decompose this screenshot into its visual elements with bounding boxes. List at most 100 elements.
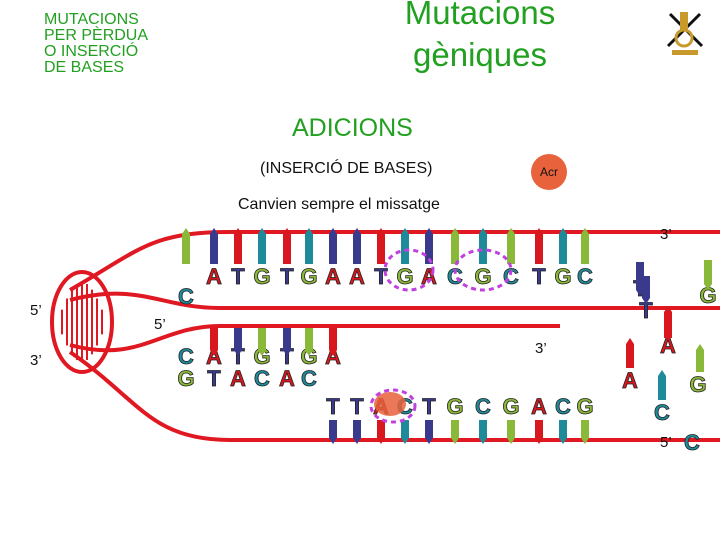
upper-stem-tip (507, 228, 515, 234)
lower-top-letter: A (325, 344, 341, 369)
upper-stem-tip (234, 228, 242, 234)
upper-stem-tip (353, 228, 361, 234)
lower-top-stem (210, 328, 218, 350)
lower-top-letter: C (178, 344, 194, 369)
upper-base-letter: C (503, 264, 519, 289)
lower-bottom-letter: T (350, 394, 364, 419)
upper-base-letter: T (280, 264, 294, 289)
lower-bottom-stem-tip (353, 438, 361, 444)
upper-stem (507, 234, 515, 264)
upper-base-letter: A (206, 264, 222, 289)
lower-top-stem (329, 328, 337, 350)
upper-stem (559, 234, 567, 264)
upper-base-letter: G (554, 264, 571, 289)
lower-top-letter: G (300, 344, 317, 369)
lower-strand (68, 350, 720, 442)
upper-base-letter: T (374, 264, 388, 289)
lower-top-letter: A (206, 344, 222, 369)
lower-top-stem-tip (305, 350, 313, 356)
side-title-line: O INSERCIÓ (44, 43, 139, 60)
acr-badge: Acr (531, 154, 567, 190)
lower-mid-letter: A (230, 366, 246, 391)
upper-base-letter: C (447, 264, 463, 289)
label-lower-left: 5’ (154, 316, 166, 333)
main-title-line: Mutacions (404, 0, 556, 31)
lower-mid-letter: G (177, 366, 194, 391)
free-base-letter: T (639, 298, 653, 323)
lower-bottom-stem (507, 420, 515, 438)
free-base-letter: C (684, 430, 700, 455)
upper-stem (258, 234, 266, 264)
upper-base-letter: G (300, 264, 317, 289)
lower-inner-strand (69, 324, 560, 353)
section-title: ADICIONS (292, 114, 413, 142)
upper-stem-tip (535, 228, 543, 234)
upper-base-letter: G (253, 264, 270, 289)
upper-stem-tip (401, 228, 409, 234)
free-stem-tip (664, 306, 672, 312)
free-stem (664, 312, 672, 338)
free-base-letter: A (622, 368, 638, 393)
upper-stem (581, 234, 589, 264)
microscope-icon (666, 12, 704, 55)
lower-bottom-stem-tip (535, 438, 543, 444)
upper-stem (451, 234, 459, 264)
lower-bottom-stem (377, 420, 385, 438)
upper-stem-tip (559, 228, 567, 234)
upper-stem (535, 234, 543, 264)
helix-outline (50, 270, 114, 374)
upper-stem (377, 234, 385, 264)
lower-bottom-letter: C (555, 394, 571, 419)
upper-base-letter: G (396, 264, 413, 289)
lower-bottom-stem (329, 420, 337, 438)
upper-stem (305, 234, 313, 264)
lower-top-stem-tip (329, 350, 337, 356)
side-title-line: DE BASES (44, 59, 125, 76)
lower-bottom-letter: G (576, 394, 593, 419)
lower-bottom-stem-tip (559, 438, 567, 444)
upper-stem-tip (479, 228, 487, 234)
upper-base-letter: T (231, 264, 245, 289)
lower-bottom-stem (401, 420, 409, 438)
upper-base-letter: A (325, 264, 341, 289)
upper-stem-tip (283, 228, 291, 234)
lower-bottom-stem-tip (581, 438, 589, 444)
upper-stem-tip (581, 228, 589, 234)
lower-mid-letter: A (279, 366, 295, 391)
free-base-letter: G (689, 372, 706, 397)
free-stem-tip (704, 284, 712, 290)
upper-stem-tip (425, 228, 433, 234)
lower-bottom-stem (581, 420, 589, 438)
lower-bottom-letter: G (502, 394, 519, 419)
lower-bottom-stem (535, 420, 543, 438)
lower-bottom-letter: C (475, 394, 491, 419)
upper-stem (210, 234, 218, 264)
lower-bottom-stem-tip (451, 438, 459, 444)
free-base-letter: C (654, 400, 670, 425)
free-base-letter: G (699, 283, 716, 308)
label-left-bottom: 3’ (30, 352, 42, 369)
side-title: MUTACIONS PER PÈRDUA O INSERCIÓ DE BASES (44, 12, 224, 76)
free-stem-tip (626, 338, 634, 344)
upper-stem (353, 234, 361, 264)
lower-bottom-stem-tip (401, 438, 409, 444)
lower-bottom-stem (451, 420, 459, 438)
upper-stem-tip (182, 228, 190, 234)
lower-top-stem (283, 328, 291, 350)
label-lower-mid: 3’ (535, 340, 547, 357)
lower-top-stem (234, 328, 242, 350)
upper-stem (425, 234, 433, 264)
upper-stem (479, 234, 487, 264)
lower-mid-letter: T (207, 366, 221, 391)
upper-stem-tip (451, 228, 459, 234)
lower-top-stem-tip (258, 350, 266, 356)
lower-mid-letter: C (301, 366, 317, 391)
lower-top-stem-tip (283, 350, 291, 356)
upper-stem-tip (210, 228, 218, 234)
free-stem-tip (658, 370, 666, 376)
lower-bottom-letter: G (446, 394, 463, 419)
upper-inner-strand (69, 291, 720, 310)
lower-bottom-letter: T (422, 394, 436, 419)
upper-stem-tip (258, 228, 266, 234)
